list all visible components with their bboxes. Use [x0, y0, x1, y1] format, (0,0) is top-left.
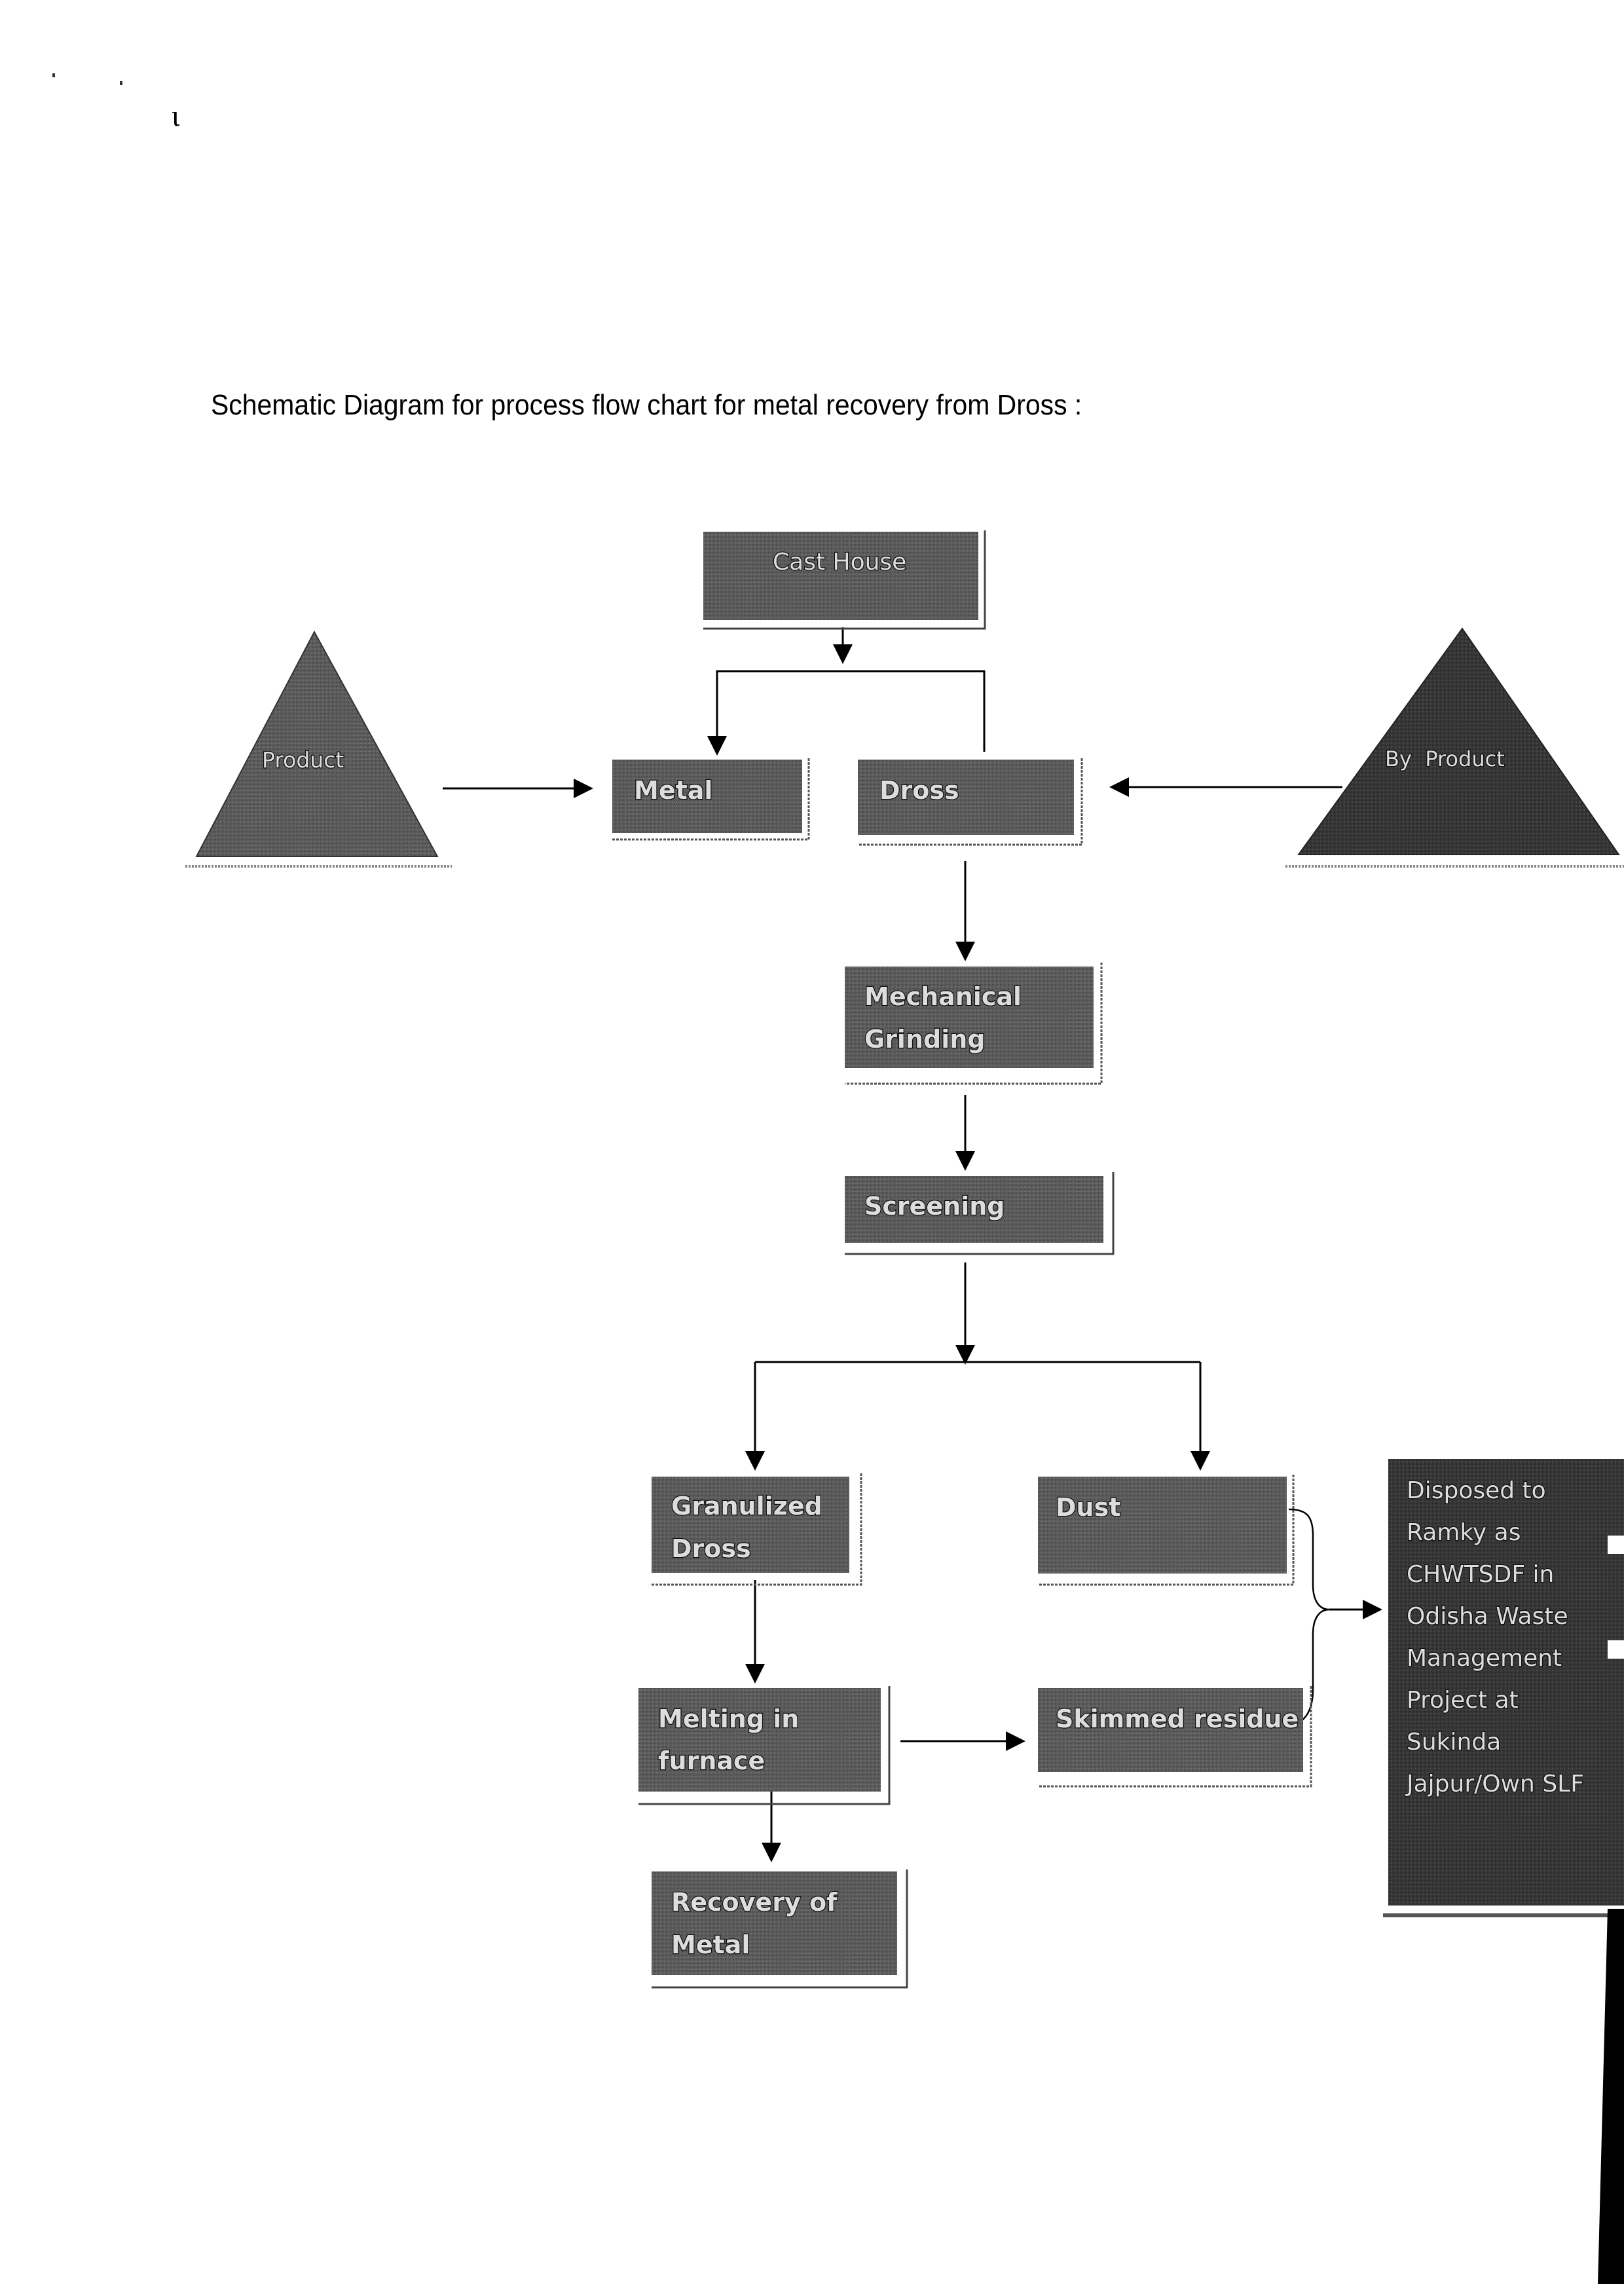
- recovery-of-metal-box: Recovery of Metal: [652, 1870, 908, 1989]
- product-label: Product: [262, 747, 344, 773]
- recovery-label-line-2: Metal: [671, 1930, 750, 1959]
- dross-label: Dross: [879, 776, 959, 805]
- screening-label: Screening: [864, 1192, 1005, 1221]
- mechanical-grinding-label-line-1: Mechanical: [864, 982, 1022, 1011]
- disposal-text: Disposed to Ramky as CHWTSDF in Odisha W…: [1405, 1477, 1585, 1799]
- granulized-dross-box: Granulized Dross: [652, 1473, 862, 1586]
- page-title: Schematic Diagram for process flow chart…: [211, 389, 1082, 421]
- granulized-dross-label-line-2: Dross: [671, 1534, 751, 1563]
- recovery-label-line-1: Recovery of: [671, 1888, 838, 1917]
- granulized-dross-label-line-1: Granulized: [671, 1492, 822, 1520]
- disposal-line-6: Project at: [1407, 1687, 1519, 1714]
- mechanical-grinding-label-line-2: Grinding: [864, 1025, 986, 1054]
- cast-house-box: Cast House: [703, 530, 986, 630]
- melting-label-line-1: Melting in: [658, 1704, 799, 1733]
- branch-bar-top: [716, 670, 986, 752]
- disposal-line-7: Sukinda: [1407, 1729, 1501, 1756]
- disposal-line-3: CHWTSDF in: [1407, 1561, 1554, 1588]
- dust-label: Dust: [1056, 1493, 1120, 1522]
- melting-in-furnace-box: Melting in furnace: [638, 1686, 891, 1805]
- disposal-line-1: Disposed to: [1407, 1477, 1546, 1504]
- mechanical-grinding-box: Mechanical Grinding: [845, 963, 1103, 1085]
- speck-dot: [120, 81, 122, 85]
- by-product-label: By Product: [1385, 746, 1505, 771]
- melting-label-line-2: furnace: [658, 1746, 765, 1775]
- product-node: Product: [185, 630, 452, 868]
- skimmed-residue-label: Skimmed residue: [1056, 1704, 1299, 1733]
- connectors: [443, 627, 1382, 1862]
- metal-box: Metal: [612, 758, 810, 841]
- cast-house-label: Cast House: [773, 549, 906, 576]
- skimmed-residue-box: Skimmed residue: [1038, 1686, 1312, 1788]
- stray-mark: ɩ: [172, 99, 180, 132]
- metal-label: Metal: [634, 776, 712, 805]
- disposal-line-4: Odisha Waste: [1407, 1603, 1568, 1630]
- disposal-line-2: Ramky as: [1407, 1519, 1521, 1546]
- speck-dot: [52, 73, 55, 77]
- dust-box: Dust: [1038, 1475, 1295, 1586]
- disposal-line-8: Jajpur/Own SLF: [1405, 1771, 1584, 1797]
- by-product-node: By Product: [1285, 627, 1624, 868]
- disposal-box: Disposed to Ramky as CHWTSDF in Odisha W…: [1383, 1459, 1624, 2284]
- dross-box: Dross: [858, 758, 1083, 846]
- screening-box: Screening: [845, 1172, 1115, 1255]
- disposal-line-5: Management: [1407, 1645, 1562, 1672]
